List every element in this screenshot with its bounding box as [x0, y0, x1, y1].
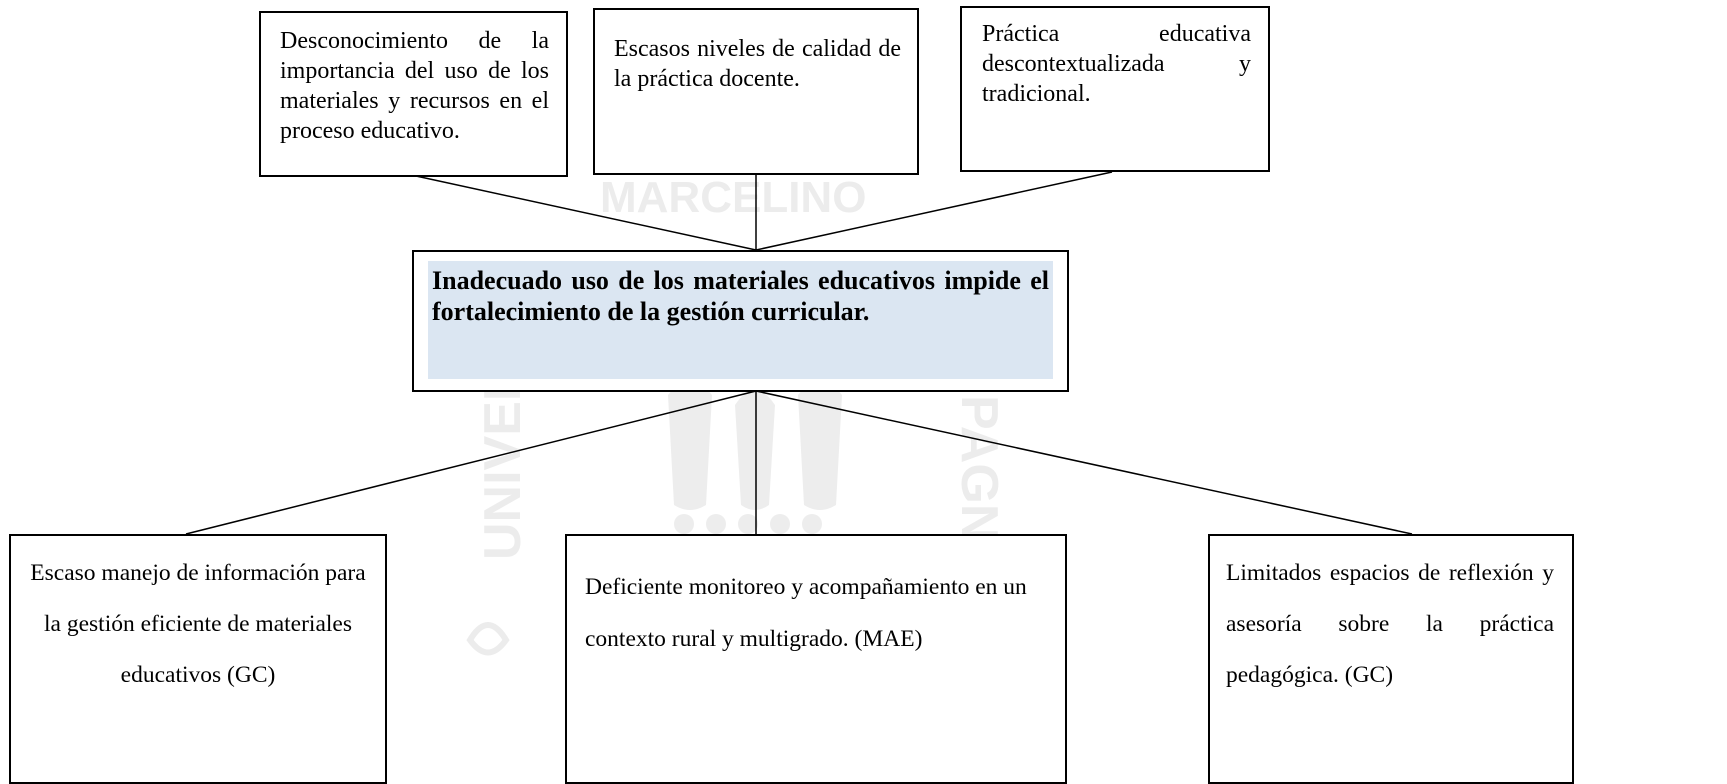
cause-box-materials-importance: Desconocimiento de la importancia del us…	[259, 11, 568, 177]
watermark-arc-text: MARCELINO	[600, 173, 866, 222]
effect-box-monitoring: Deficiente monitoreo y acompañamiento en…	[565, 534, 1067, 784]
connector-effect-3	[755, 390, 1413, 535]
watermark-left-swirl	[466, 622, 510, 656]
effect-text: Deficiente monitoreo y acompañamiento en…	[585, 574, 1027, 652]
connector-cause-1	[415, 175, 757, 251]
connector-effect-1	[185, 390, 757, 535]
cause-text: Desconocimiento de la importancia del us…	[280, 28, 549, 144]
central-problem-highlight: Inadecuado uso de los materiales educati…	[428, 261, 1053, 379]
cause-text: Práctica educativa descontextualizada y …	[982, 21, 1251, 107]
effect-box-reflection-spaces: Limitados espacios de reflexión y asesor…	[1208, 534, 1574, 784]
cause-box-traditional-practice: Práctica educativa descontextualizada y …	[960, 6, 1270, 172]
effect-text: Escaso manejo de información para la ges…	[30, 560, 366, 688]
central-problem-box: Inadecuado uso de los materiales educati…	[412, 250, 1069, 392]
connector-cause-3	[755, 171, 1113, 251]
cause-text: Escasos niveles de calidad de la práctic…	[614, 36, 901, 92]
effect-text: Limitados espacios de reflexión y asesor…	[1226, 560, 1554, 688]
central-problem-text: Inadecuado uso de los materiales educati…	[432, 266, 1049, 326]
cause-box-teaching-quality: Escasos niveles de calidad de la práctic…	[593, 8, 919, 175]
watermark-left-text: UNIVER	[474, 364, 532, 560]
effect-box-information-management: Escaso manejo de información para la ges…	[9, 534, 387, 784]
watermark-emblem	[668, 381, 842, 534]
